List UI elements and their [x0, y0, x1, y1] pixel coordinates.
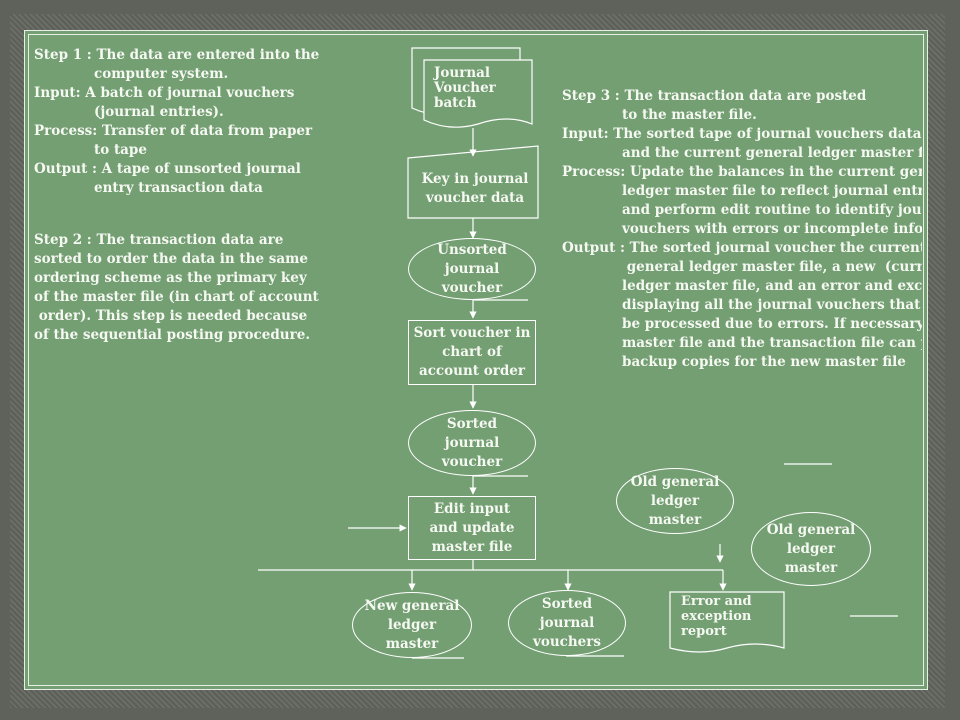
old-master-1-label: Old general ledger master: [630, 473, 720, 528]
step2-text: Step 2 : The transaction data are sorted…: [34, 231, 319, 345]
step2-line: Step 2 : The transaction data are: [34, 232, 284, 248]
sorted-vouchers-label: Sorted journal vouchers: [532, 595, 601, 650]
old-general-ledger-master: Old general ledger master: [616, 468, 734, 534]
sorted-journal-vouchers-output: Sorted journal vouchers: [508, 590, 626, 656]
step2-line: ordering scheme as the primary key: [34, 270, 307, 286]
step1-text: Step 1 : The data are entered into the c…: [34, 46, 319, 198]
journal-voucher-batch-label: Journal Voucher batch: [434, 65, 496, 111]
key-in-label: Key in journal voucher data: [421, 171, 529, 206]
unsorted-journal-voucher: Unsorted journal voucher: [408, 238, 536, 300]
key-in-journal-voucher-data: Key in journal voucher data: [412, 170, 538, 216]
sorted-journal-voucher: Sorted journal voucher: [408, 410, 536, 476]
sort-voucher-process: Sort voucher in chart of account order: [408, 320, 536, 385]
step1-line: Step 1 : The data are entered into the: [34, 47, 320, 63]
step2-line: of the sequential posting procedure.: [34, 327, 311, 343]
edit-input-update-process: Edit input and update master file: [408, 496, 536, 560]
step1-line: Process: Transfer of data from paper: [34, 123, 313, 139]
edit-label: Edit input and update master file: [429, 500, 515, 555]
step3-line: and perform edit routine to identify jou…: [622, 202, 922, 218]
step3-line: master file and the transaction file can…: [622, 335, 922, 351]
step2-line: sorted to order the data in the same: [34, 251, 308, 267]
panel-inner-border: [28, 34, 924, 686]
step2-line: of the master file (in chart of account: [34, 289, 319, 305]
step3-line: Step 3 : The transaction data are posted: [562, 88, 867, 104]
sorted-label: Sorted journal voucher: [441, 415, 503, 470]
step3-line: backup copies for the new master file: [622, 354, 906, 370]
batch-doc-front: [423, 59, 533, 128]
step2-line: order). This step is needed because: [34, 308, 308, 324]
sort-label: Sort voucher in chart of account order: [413, 325, 531, 379]
step3-line: ledger master file to reflect journal en…: [622, 183, 922, 199]
step3-line: and the current general ledger master fi…: [622, 145, 922, 161]
step1-line: (journal entries).: [94, 104, 224, 120]
new-general-ledger-master: New general ledger master: [352, 592, 472, 658]
step3-text: Step 3 : The transaction data are posted…: [562, 87, 922, 372]
step3-line: ledger master file, and an error and exc…: [622, 278, 922, 294]
step1-line: Input: A batch of journal vouchers: [34, 85, 295, 101]
step3-line: Process: Update the balances in the curr…: [562, 164, 922, 180]
key-in-shape: [407, 145, 539, 219]
step3-line: general ledger master file, a new (curre…: [626, 259, 922, 275]
error-report-label: Error and exception report: [681, 594, 752, 639]
step3-line: displaying all the journal vouchers that…: [622, 297, 922, 313]
error-report-shape: [669, 591, 785, 653]
step1-line: computer system.: [94, 66, 229, 82]
step1-line: entry transaction data: [94, 180, 263, 196]
old-general-ledger-master-backup: Old general ledger master: [751, 512, 871, 586]
new-master-label: New general ledger master: [364, 597, 460, 652]
old-master-2-label: Old general ledger master: [766, 521, 856, 576]
step3-line: vouchers with errors or incomplete infor…: [622, 221, 922, 237]
step3-line: Input: The sorted tape of journal vouche…: [562, 126, 922, 142]
unsorted-label: Unsorted journal voucher: [437, 241, 507, 296]
step3-line: be processed due to errors. If necessary…: [622, 316, 922, 332]
step1-line: Output : A tape of unsorted journal: [34, 161, 301, 177]
error-exception-report: Error and exception report: [681, 594, 781, 644]
journal-voucher-batch: Journal Voucher batch: [434, 66, 530, 122]
step3-line: Output : The sorted journal voucher the …: [562, 240, 922, 256]
step3-line: to the master file.: [622, 107, 757, 123]
step1-line: to tape: [94, 142, 147, 158]
